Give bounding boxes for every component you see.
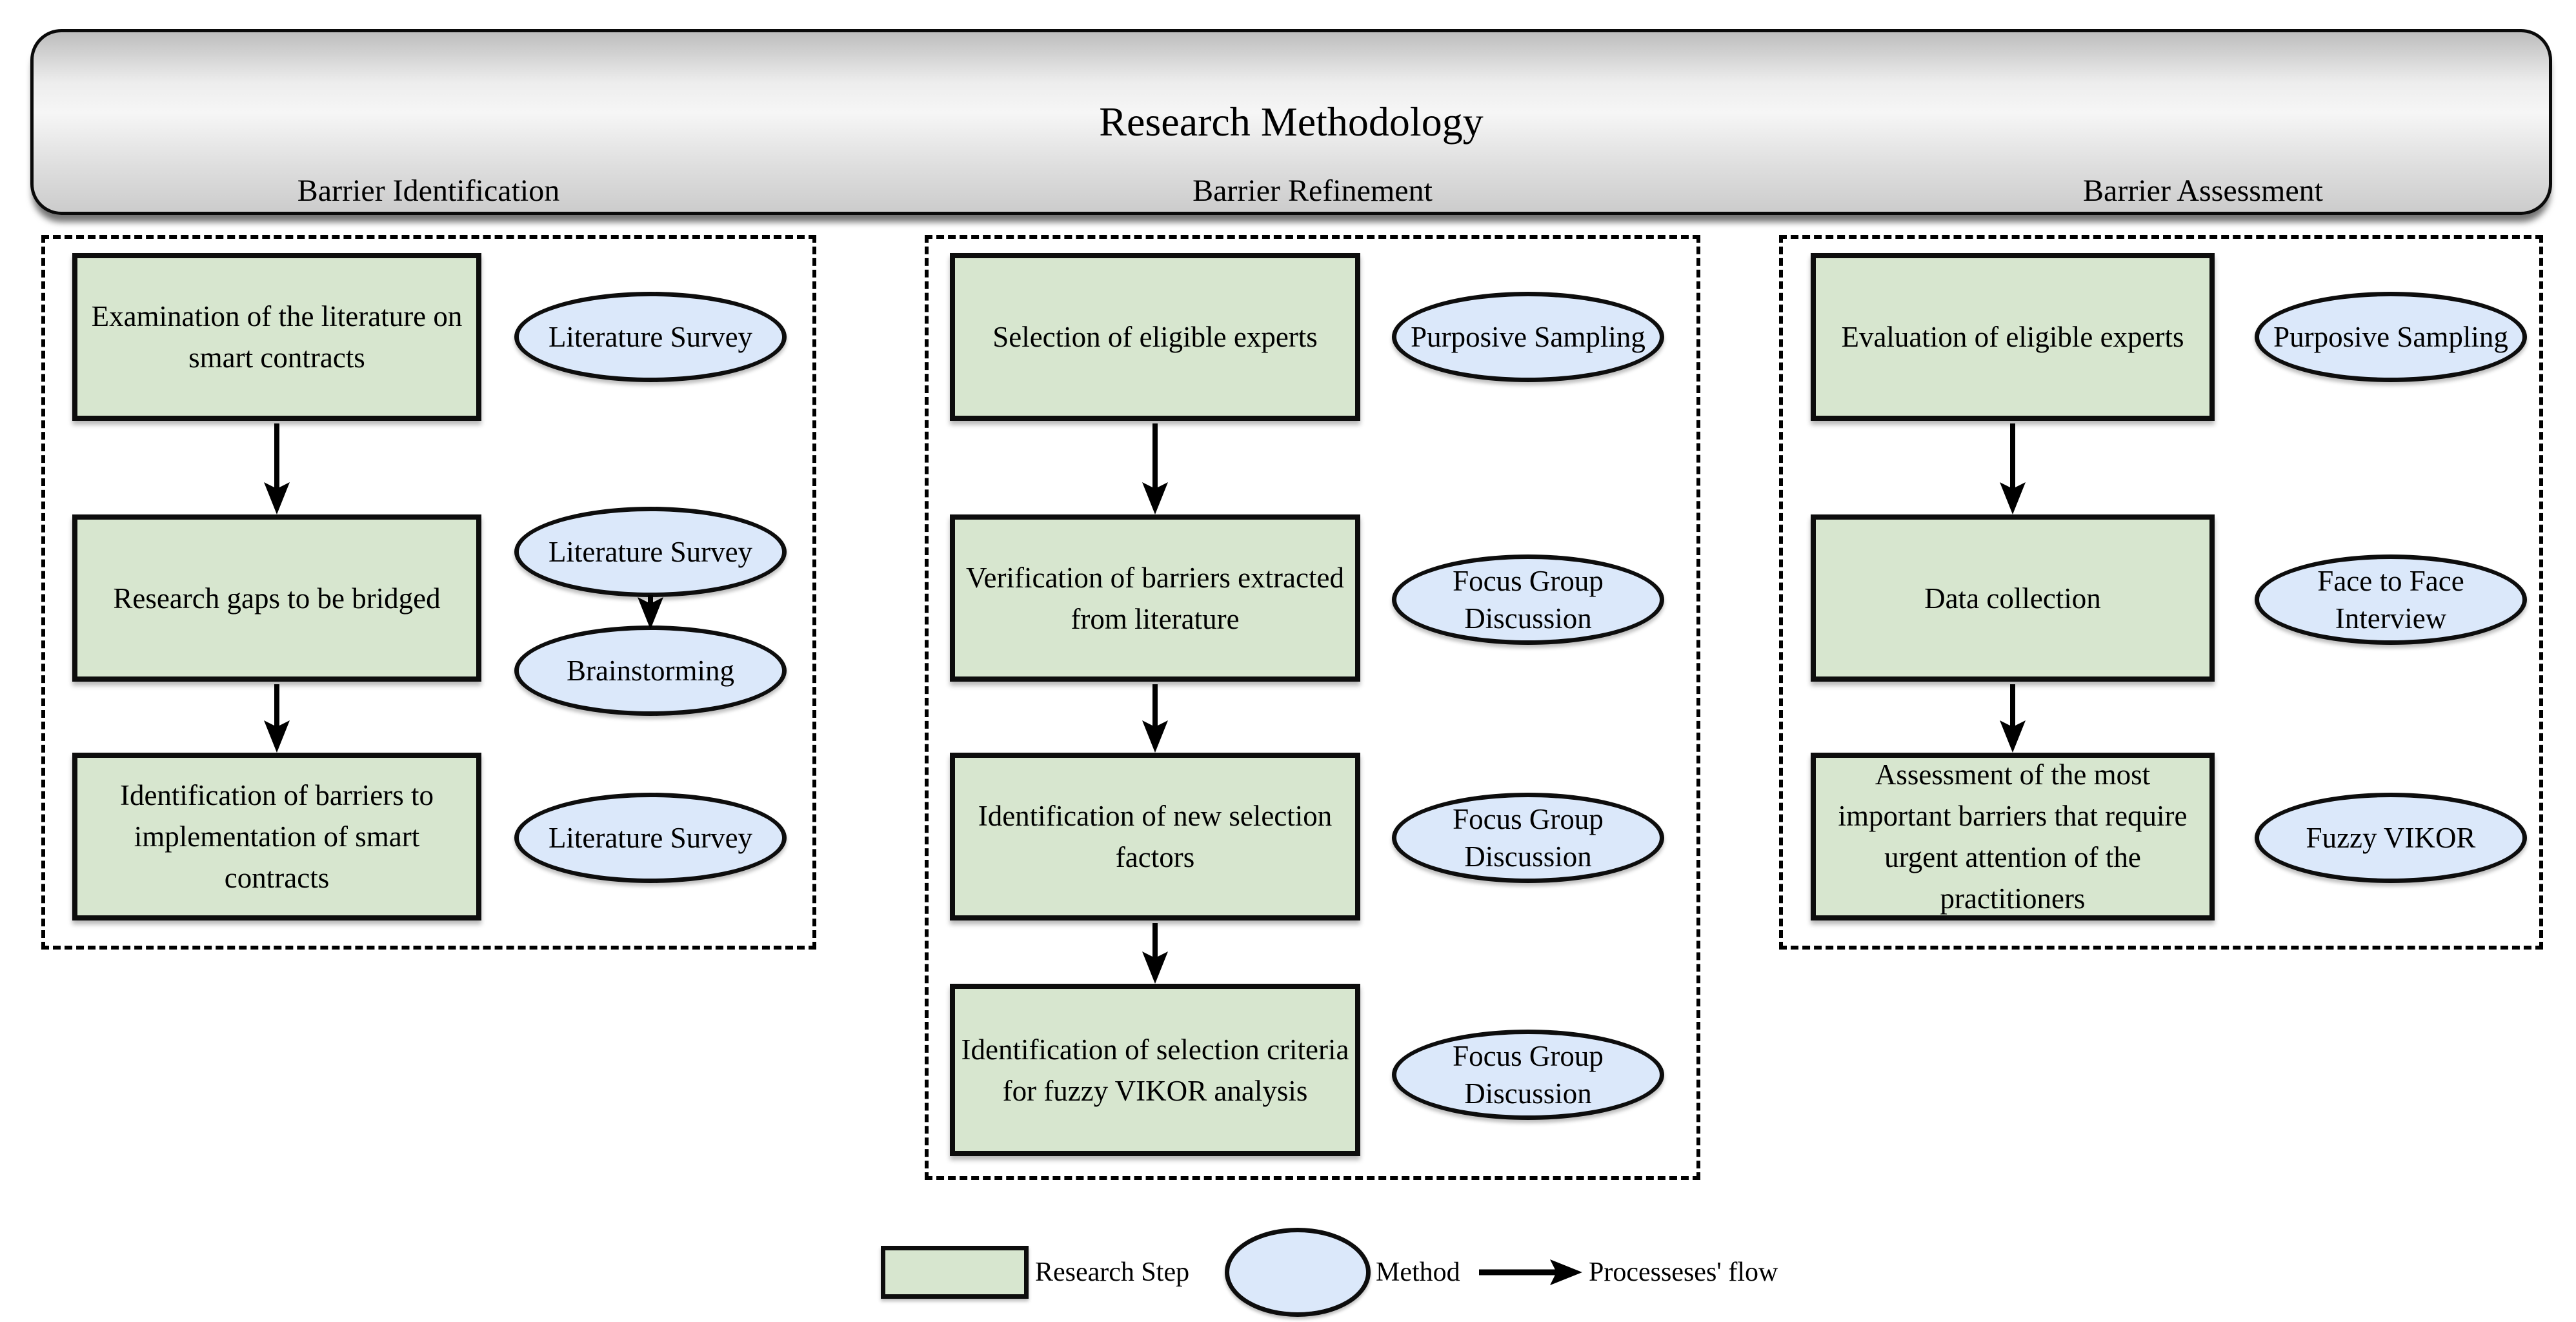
step-barrier-assessment: Assessment of the most important barrier… (1811, 753, 2215, 920)
method-fuzzy-vikor: Fuzzy VIKOR (2255, 793, 2527, 883)
legend-research-step-swatch (881, 1246, 1029, 1299)
column-header-barrier-assessment: Barrier Assessment (2083, 174, 2323, 208)
column-header-barrier-refinement: Barrier Refinement (1192, 174, 1433, 208)
step-expert-selection: Selection of eligible experts (950, 253, 1360, 421)
panel-barrier-assessment (1779, 235, 2543, 950)
column-header-barrier-identification: Barrier Identification (297, 174, 560, 208)
method-focus-group-1: Focus Group Discussion (1392, 554, 1664, 645)
legend-method-label: Method (1376, 1257, 1460, 1287)
legend-research-step-label: Research Step (1035, 1257, 1190, 1287)
method-purposive-sampling-2: Purposive Sampling (2255, 292, 2527, 382)
step-barrier-verification: Verification of barriers extracted from … (950, 514, 1360, 682)
step-data-collection: Data collection (1811, 514, 2215, 682)
method-purposive-sampling-1: Purposive Sampling (1392, 292, 1664, 382)
step-research-gaps: Research gaps to be bridged (72, 514, 481, 682)
legend-flow-arrow (1479, 1259, 1582, 1285)
method-literature-survey-2: Literature Survey (514, 507, 787, 597)
header-banner: Research Methodology Barrier Identificat… (30, 29, 2552, 215)
diagram-title: Research Methodology (1099, 99, 1484, 145)
step-literature-examination: Examination of the literature on smart c… (72, 253, 481, 421)
method-brainstorming: Brainstorming (514, 625, 787, 716)
method-focus-group-2: Focus Group Discussion (1392, 793, 1664, 883)
method-focus-group-3: Focus Group Discussion (1392, 1030, 1664, 1120)
step-vikor-criteria: Identification of selection criteria for… (950, 984, 1360, 1156)
method-literature-survey-1: Literature Survey (514, 292, 787, 382)
step-new-selection-factors: Identification of new selection factors (950, 753, 1360, 920)
legend-method-ellipse (1225, 1228, 1371, 1317)
panel-barrier-refinement (925, 235, 1700, 1180)
legend-flow-label: Processeses' flow (1589, 1257, 1778, 1287)
step-expert-evaluation: Evaluation of eligible experts (1811, 253, 2215, 421)
method-literature-survey-3: Literature Survey (514, 793, 787, 883)
method-face-to-face-interview: Face to Face Interview (2255, 554, 2527, 645)
step-barrier-identification: Identification of barriers to implementa… (72, 753, 481, 920)
panel-barrier-identification (41, 235, 816, 950)
